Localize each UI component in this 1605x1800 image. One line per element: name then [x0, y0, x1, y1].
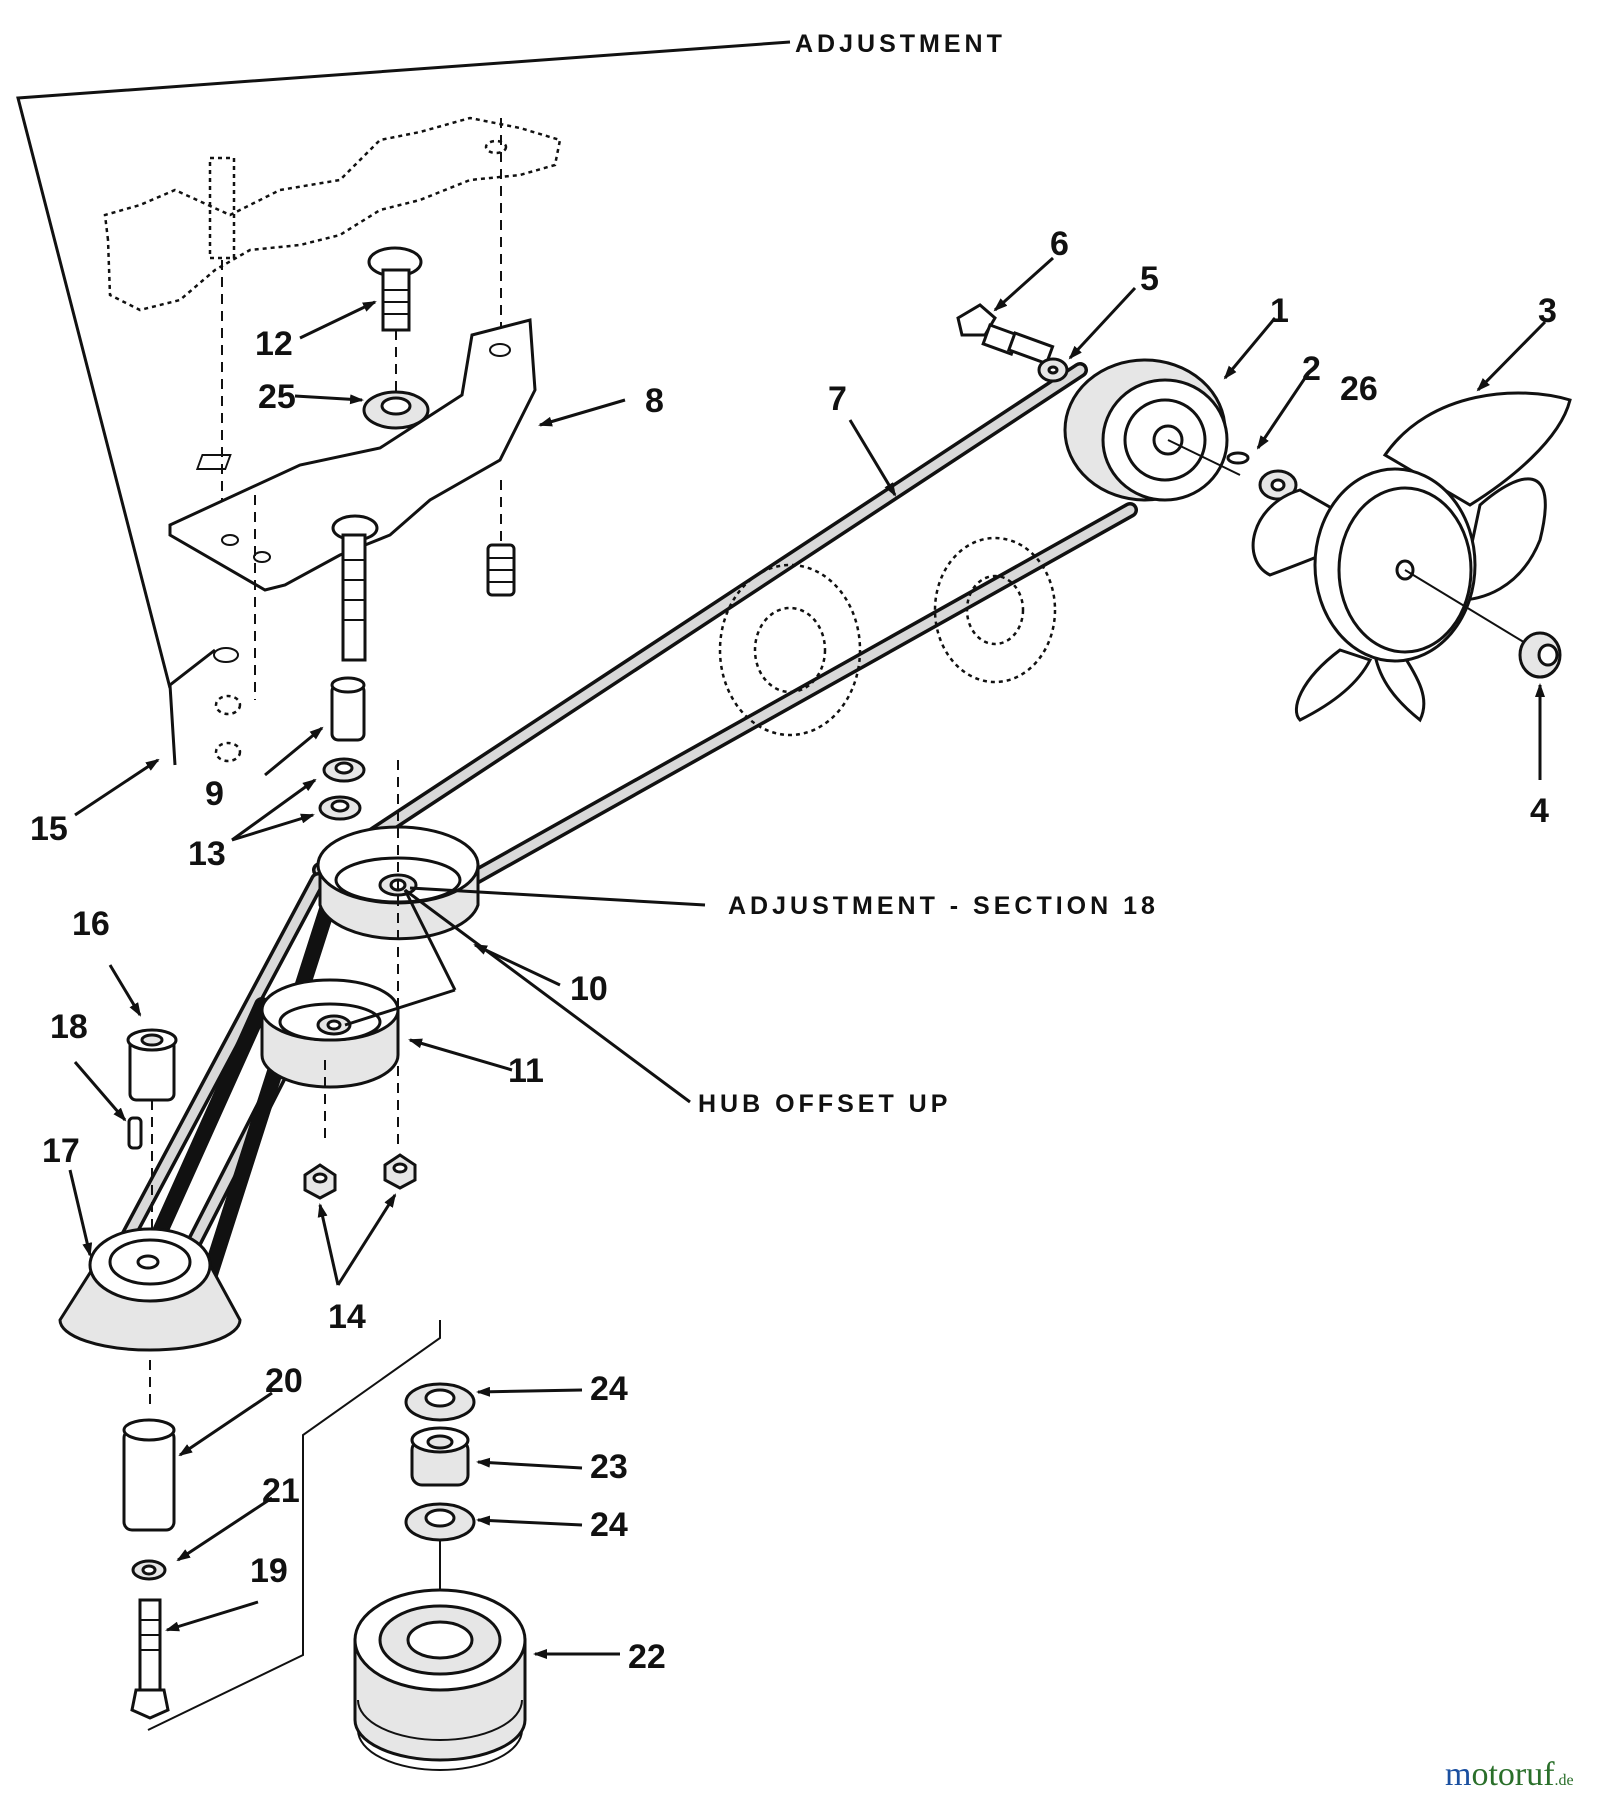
- adjustment-leader: [16, 40, 791, 689]
- callout-25: 25: [258, 378, 296, 416]
- bushing: [126, 1028, 178, 1255]
- callout-24-lower: 24: [590, 1506, 628, 1544]
- fan-nut: [1518, 631, 1562, 679]
- callout-12: 12: [255, 325, 293, 363]
- callout-26: 26: [1340, 370, 1378, 408]
- callout-2: 2: [1302, 350, 1321, 388]
- callout-14: 14: [328, 1298, 366, 1336]
- callout-3: 3: [1538, 292, 1557, 330]
- note-adjustment: ADJUSTMENT: [795, 30, 1006, 58]
- callout-21: 21: [262, 1472, 300, 1510]
- spacer-tube: [330, 676, 366, 742]
- callout-19: 19: [250, 1552, 288, 1590]
- callout-17: 17: [42, 1132, 80, 1170]
- phantom-idler-pulleys: [718, 536, 1057, 737]
- hex-nuts: [303, 1153, 417, 1200]
- cooling-fan: [1251, 391, 1572, 723]
- pulley-sleeve: [122, 1418, 176, 1720]
- callout-arrows: [68, 256, 1547, 1659]
- callout-15: 15: [30, 810, 68, 848]
- callout-8: 8: [645, 382, 664, 420]
- engine-pulley: [58, 1227, 242, 1410]
- idler-pulley-lower: [260, 978, 400, 1140]
- spacer-washer: [362, 390, 430, 430]
- idler-pulley-upper: [316, 760, 480, 1150]
- callout-24-upper: 24: [590, 1370, 628, 1408]
- callout-22: 22: [628, 1638, 666, 1676]
- long-stud: [331, 514, 379, 662]
- v-belts: [102, 362, 1138, 1298]
- callout-1: 1: [1270, 292, 1289, 330]
- callout-4: 4: [1530, 792, 1549, 830]
- bearing-stack: [404, 1382, 476, 1640]
- bracket-screw: [486, 543, 516, 597]
- callout-11: 11: [508, 1052, 544, 1090]
- callout-10: 10: [570, 970, 608, 1008]
- pulley-bolt: [956, 303, 1069, 383]
- hub-offset-leaders: [344, 888, 691, 1104]
- svg-text:motoruf.de: motoruf.de: [1445, 1756, 1574, 1793]
- callout-20: 20: [265, 1362, 303, 1400]
- note-hub-offset: HUB OFFSET UP: [698, 1090, 951, 1118]
- callout-16: 16: [72, 905, 110, 943]
- callout-23: 23: [590, 1448, 628, 1486]
- assembly-bracket-line: [147, 1320, 441, 1731]
- adjustment-section-leader: [409, 886, 706, 907]
- key-and-washer: [1226, 451, 1298, 501]
- callout-9: 9: [205, 775, 224, 813]
- note-adjustment-section: ADJUSTMENT - SECTION 18: [728, 892, 1159, 920]
- jackshaft-pulley: [353, 1588, 527, 1771]
- callout-13: 13: [188, 835, 226, 873]
- callout-labels: 1 2 3 4 5 6 7 8 9 10 11 12 13 14 15 16 1…: [30, 225, 1557, 1676]
- callout-7: 7: [828, 380, 847, 418]
- adjustment-rod: [168, 647, 242, 766]
- callout-18: 18: [50, 1008, 88, 1046]
- drive-pulley: [1063, 358, 1241, 502]
- watermark-logo: motoruf.de: [1445, 1756, 1574, 1793]
- carriage-bolt: [367, 246, 423, 400]
- callout-5: 5: [1140, 260, 1159, 298]
- callout-6: 6: [1050, 225, 1069, 263]
- washers: [318, 757, 366, 821]
